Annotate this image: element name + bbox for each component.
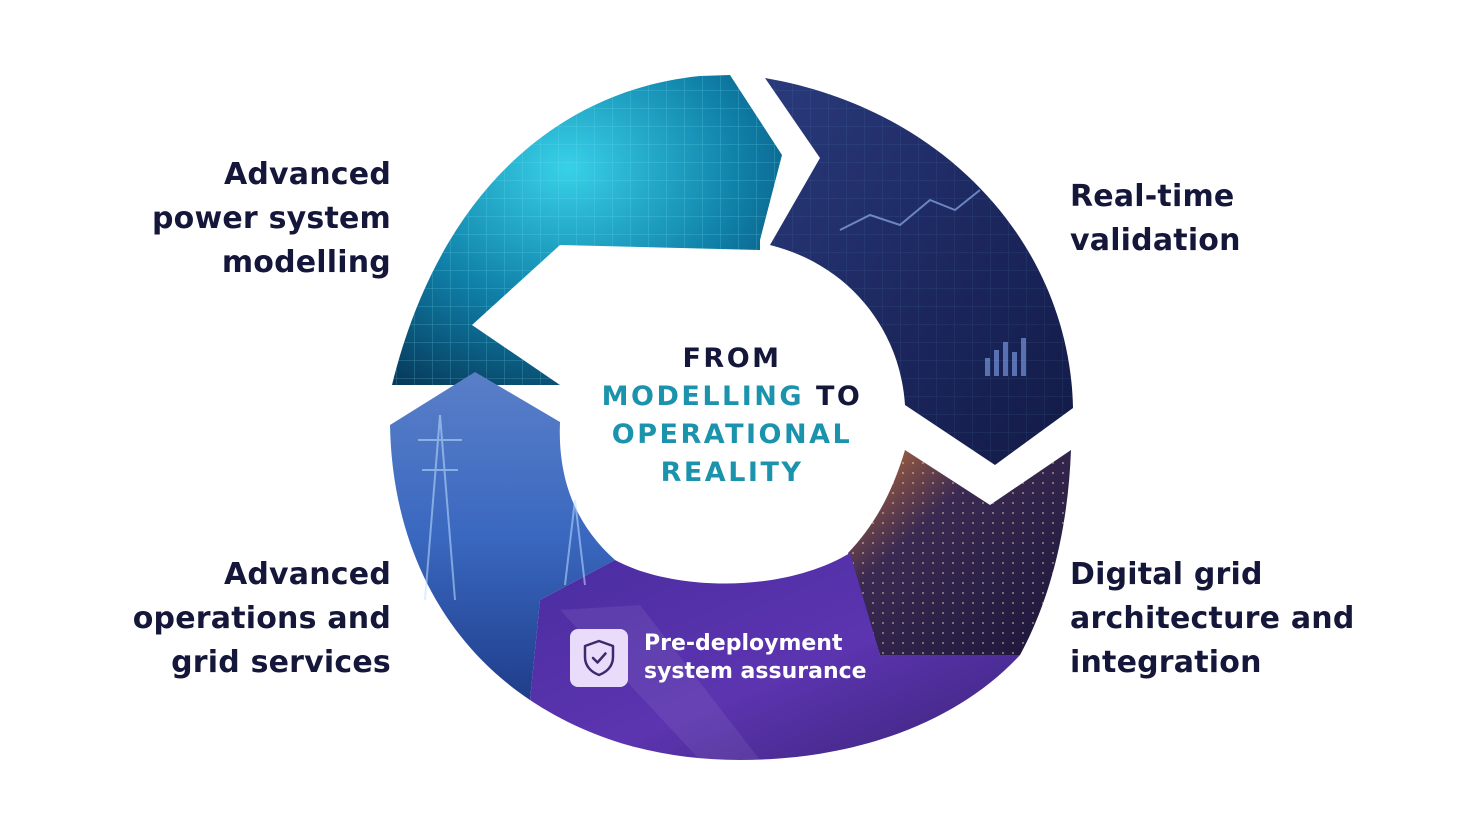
center-line-reality: REALITY [660, 457, 804, 488]
label-line: Digital grid [1070, 557, 1263, 592]
badge-line: Pre-deployment [644, 631, 843, 656]
center-line-operational: OPERATIONAL [611, 419, 853, 450]
label-line: modelling [221, 245, 391, 280]
center-line-from: FROM [682, 343, 782, 374]
label-line: power system [151, 201, 391, 236]
chart-graphic-icon [985, 338, 1026, 376]
center-modelling-word: MODELLING [601, 381, 805, 412]
label-line: Real-time [1070, 179, 1235, 214]
label-line: Advanced [223, 157, 391, 192]
assurance-badge: Pre-deployment system assurance [570, 629, 867, 687]
label-line: validation [1070, 223, 1241, 258]
segment-operations-image [390, 372, 615, 700]
shield-check-icon [570, 629, 628, 687]
badge-line: system assurance [644, 659, 867, 684]
center-to-word: TO [804, 381, 863, 412]
label-line: architecture and [1070, 601, 1355, 636]
segment-label-validation: Real-time validation [1070, 175, 1241, 263]
segment-assurance-image [530, 553, 1020, 760]
label-line: grid services [171, 645, 391, 680]
center-title: FROM MODELLING TO OPERATIONAL REALITY [582, 340, 882, 492]
center-line-modelling: MODELLING TO [582, 378, 882, 416]
transmission-tower-icon [418, 414, 586, 601]
segment-label-digital-grid: Digital grid architecture and integratio… [1070, 553, 1355, 685]
segment-label-operations: Advanced operations and grid services [133, 553, 391, 685]
segment-label-modelling: Advanced power system modelling [152, 153, 391, 285]
label-line: integration [1070, 645, 1262, 680]
label-line: Advanced [223, 557, 391, 592]
label-line: operations and [132, 601, 391, 636]
assurance-badge-text: Pre-deployment system assurance [644, 630, 867, 686]
trend-line-icon [839, 189, 981, 231]
